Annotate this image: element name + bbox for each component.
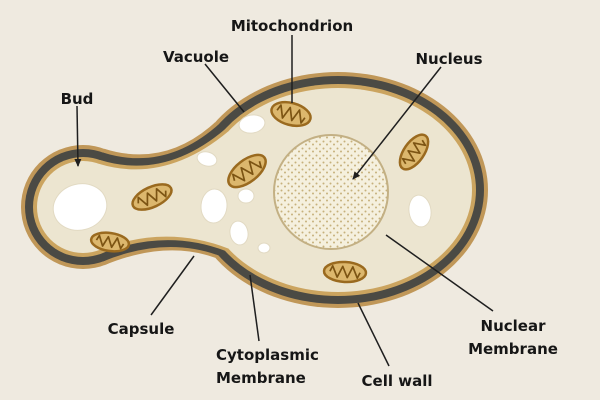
mitochondrion [398, 133, 430, 171]
mitochondrion [131, 183, 173, 211]
vacuoles [52, 114, 432, 254]
leader-lines [74, 35, 494, 367]
label-mitochondrion: Mitochondrion [230, 17, 354, 35]
vacuole [229, 220, 249, 246]
label-nuclear-membrane: Nuclear Membrane [468, 317, 558, 359]
nucleus [273, 134, 389, 250]
leader-line-vacuole [204, 63, 245, 113]
leader-line-nucleus [352, 66, 442, 180]
label-cytoplasmic-membrane: Cytoplasmic Membrane [216, 346, 319, 388]
nuclear-membrane [273, 134, 389, 250]
vacuole [196, 151, 218, 167]
label-capsule: Capsule [107, 320, 175, 338]
label-vacuole: Vacuole [162, 48, 230, 66]
leader-line-capsule [150, 255, 195, 316]
vacuole [200, 188, 228, 224]
leader-line-nuclear-membrane [385, 234, 494, 312]
vacuole [237, 188, 255, 204]
mitochondrion [270, 100, 312, 128]
vacuole [257, 242, 271, 254]
vacuole [408, 194, 432, 228]
mitochondrion [322, 260, 368, 284]
leader-line-bud [74, 105, 82, 167]
label-bud: Bud [60, 90, 94, 108]
leader-line-cell-wall [357, 302, 390, 367]
leader-line-cytoplasmic-membrane [249, 274, 260, 342]
vacuole [238, 114, 266, 134]
label-nucleus: Nucleus [415, 50, 483, 68]
vacuole [52, 183, 108, 231]
mitochondrion [227, 153, 267, 189]
label-cell-wall: Cell wall [361, 372, 433, 390]
mitochondrion [89, 231, 131, 253]
